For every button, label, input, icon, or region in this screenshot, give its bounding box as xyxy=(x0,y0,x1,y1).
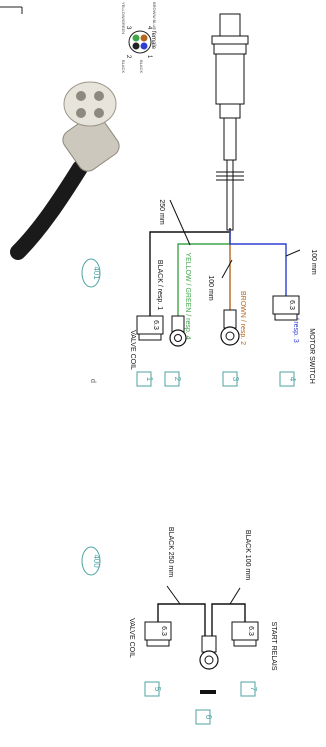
number-box-5 xyxy=(144,681,160,697)
pin-blue xyxy=(140,42,148,50)
wire-blue xyxy=(229,230,287,296)
number-box-7 xyxy=(240,681,256,697)
terminal-size: 6.3 xyxy=(152,320,159,330)
terminal-size: 6.3 xyxy=(247,626,254,636)
component-label-motor-switch: MOTOR SWITCH xyxy=(308,328,315,383)
number-box-label: 2 xyxy=(173,377,182,382)
group-tag-400 xyxy=(81,546,101,576)
pin-color-label: BLACK xyxy=(121,60,126,73)
pin-color-label: YELLOW/GREEN xyxy=(121,2,126,34)
component-label-start-relais: START RELAIS xyxy=(270,621,277,670)
wire-black-250 xyxy=(157,603,206,636)
pin-color-label: BROWN/ BLUE xyxy=(152,2,157,30)
pinout-circle xyxy=(128,30,152,54)
pinout-diagram: female 4 1 3 2 BROWN/ BLUE BLACK YELLOW/… xyxy=(121,2,157,73)
number-box-label: 6 xyxy=(204,715,213,720)
wire-label-black-100: BLACK 100 mm xyxy=(244,530,251,580)
dim-leader xyxy=(169,199,191,246)
dim-label: 250 mm xyxy=(158,199,165,224)
dim-label: 100 mm xyxy=(310,249,317,274)
number-box-6 xyxy=(195,709,211,725)
plug-pin-hole xyxy=(94,108,104,118)
terminal-size: 6.3 xyxy=(160,626,167,636)
flat-terminal: 6.3 xyxy=(231,621,259,647)
pin-number: 1 xyxy=(146,55,152,59)
dim-leader xyxy=(166,585,181,605)
number-box-label: 1 xyxy=(145,377,154,382)
wire-label-black: BLACK / resp. 1 xyxy=(156,260,163,310)
pin-green xyxy=(132,34,140,42)
pin-color-label: BLACK xyxy=(139,60,144,73)
number-box-2 xyxy=(164,371,180,387)
pin-brown xyxy=(140,34,148,42)
dim-label: 100 mm xyxy=(207,275,214,300)
polarity-minus-sign xyxy=(200,690,216,694)
group-400: 400 BLACK 250 mm BLACK 100 mm 6.3 6.3 VA… xyxy=(81,527,277,725)
dim-leader xyxy=(221,259,233,279)
wire-label-yellow-green: YELLOW / GREEN / resp. 4 xyxy=(184,252,191,339)
flat-terminal: 6.3 xyxy=(136,315,164,341)
number-box-3 xyxy=(222,371,238,387)
plug-pin-hole xyxy=(76,91,86,101)
group-tag-401 xyxy=(81,258,101,288)
connector-photo xyxy=(10,81,120,260)
wire-label-brown: BROWN / resp. 2 xyxy=(239,291,246,345)
number-box-label: 5 xyxy=(153,687,162,692)
ring-terminal xyxy=(220,309,240,346)
plug-face xyxy=(63,81,117,127)
pin-number: 2 xyxy=(125,55,131,59)
pin-number: 3 xyxy=(125,26,131,30)
ring-terminal xyxy=(169,315,187,347)
number-box-label: 4 xyxy=(288,377,297,382)
flat-terminal: 6.3 xyxy=(144,621,172,647)
group-tag-text: 400 xyxy=(92,554,101,568)
plug-pin-hole xyxy=(76,108,86,118)
number-box-label: 3 xyxy=(231,377,240,382)
plug-pin-hole xyxy=(94,91,104,101)
dim-leader xyxy=(229,587,241,605)
number-box-1 xyxy=(136,371,152,387)
pin-number: 4 xyxy=(146,26,152,30)
component-label-valve-coil: VALVE COIL xyxy=(128,618,135,658)
cable xyxy=(10,160,88,260)
number-box-label: 7 xyxy=(249,687,258,692)
connector-drawing xyxy=(211,13,249,231)
component-label-valve-coil: VALVE COIL xyxy=(129,330,136,370)
flat-terminal: 6.3 xyxy=(272,295,300,321)
group-tag-text: 401 xyxy=(92,266,101,280)
ring-terminal xyxy=(199,635,219,670)
number-box-4 xyxy=(279,371,295,387)
wire-label-black-250: BLACK 250 mm xyxy=(167,527,174,577)
pinout-heading: female xyxy=(150,31,156,50)
wire-black-100 xyxy=(211,603,246,636)
small-mark: d xyxy=(89,379,96,383)
terminal-size: 6.3 xyxy=(288,300,295,310)
group-401: 401 BLACK / resp. 1 YELLOW / GREEN / res… xyxy=(81,199,317,392)
dim-leader xyxy=(285,249,301,257)
plug-body xyxy=(62,114,120,172)
pin-black xyxy=(132,42,140,50)
